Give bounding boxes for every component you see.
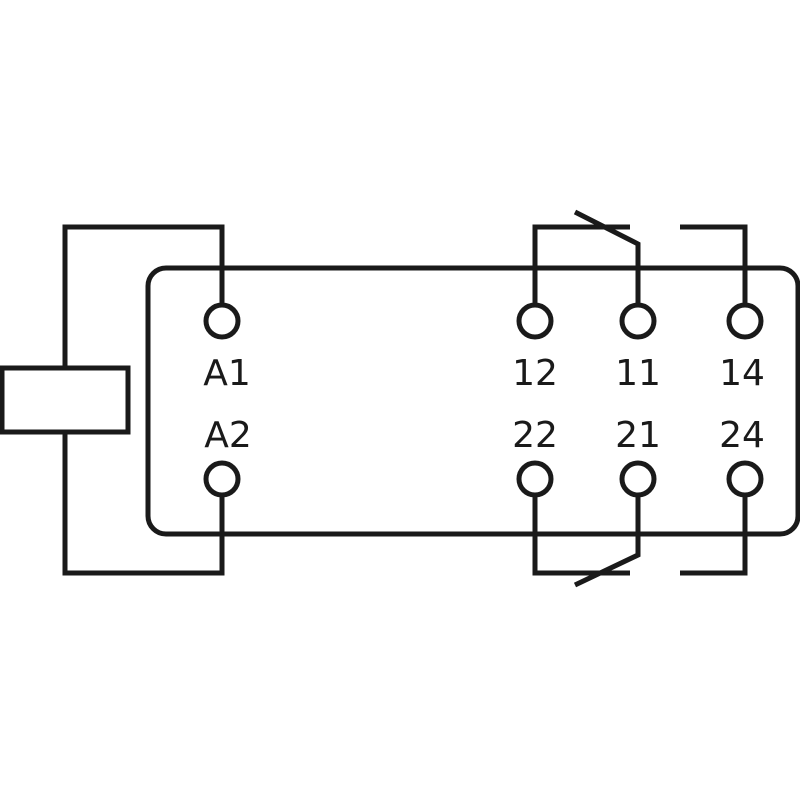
label-14: 14 [719, 353, 765, 394]
terminal-a1 [203, 302, 241, 340]
contact-1-changeover-arm [573, 209, 641, 306]
contact-2-wire-24 [680, 494, 748, 576]
terminal-21 [619, 460, 657, 498]
relay-housing-outline [145, 265, 800, 537]
contact-1-wire-12 [532, 224, 630, 306]
terminal-22 [516, 460, 554, 498]
terminal-24 [726, 460, 764, 498]
coil-wire-a2 [62, 432, 225, 576]
terminal-14 [726, 302, 764, 340]
terminal-12 [516, 302, 554, 340]
terminal-a2 [203, 460, 241, 498]
coil-symbol [0, 365, 131, 435]
label-24: 24 [719, 415, 765, 456]
label-11: 11 [615, 353, 661, 394]
label-a2: A2 [204, 415, 252, 456]
contact-1-wire-14 [680, 224, 748, 306]
terminal-11 [619, 302, 657, 340]
coil-wire-a1 [62, 224, 225, 368]
label-a1: A1 [203, 353, 251, 394]
label-12: 12 [512, 353, 558, 394]
label-21: 21 [615, 415, 661, 456]
label-22: 22 [512, 415, 558, 456]
contact-2-changeover-arm [573, 494, 641, 588]
